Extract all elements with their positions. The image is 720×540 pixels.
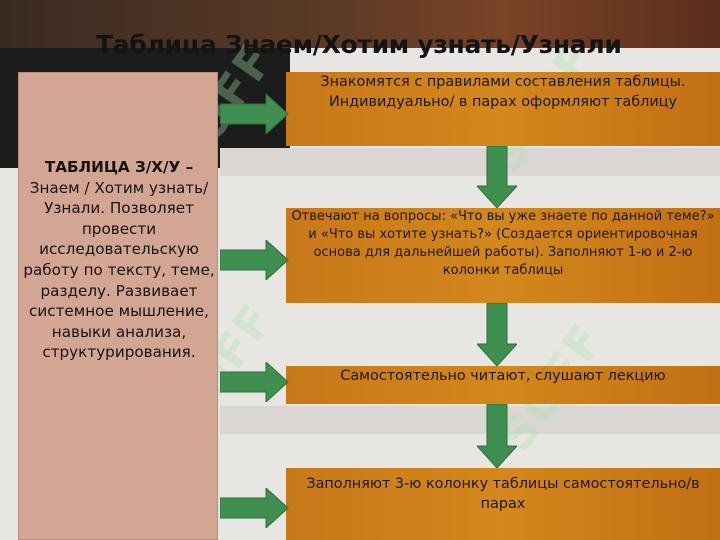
background-stripe [220, 148, 720, 176]
right-arrow-icon [220, 240, 289, 280]
step-4-text: Заполняют 3-ю колонку таблицы самостояте… [306, 476, 700, 512]
step-3-text: Самостоятельно читают, слушают лекцию [340, 368, 666, 384]
description-panel [18, 72, 218, 540]
down-arrow-icon [477, 404, 517, 468]
step-2-text: Отвечают на вопросы: «Что вы уже знаете … [291, 209, 715, 278]
right-arrow-icon [220, 488, 289, 528]
right-arrow-icon [220, 94, 289, 134]
slide-title: Таблица Знаем/Хотим узнать/Узнали [96, 30, 622, 59]
step-box-1: Знакомятся с правилами составления табли… [286, 72, 720, 146]
header-band [0, 0, 720, 48]
step-box-2: Отвечают на вопросы: «Что вы уже знаете … [286, 208, 720, 303]
step-box-4: Заполняют 3-ю колонку таблицы самостояте… [286, 468, 720, 540]
down-arrow-icon [477, 303, 517, 366]
description-text: ТАБЛИЦА З/Х/У – Знаем / Хотим узнать/Узн… [20, 157, 218, 363]
background-stripe [220, 406, 720, 434]
description-heading: ТАБЛИЦА З/Х/У – [44, 158, 194, 176]
down-arrow-icon [477, 146, 517, 208]
step-box-3: Самостоятельно читают, слушают лекцию [286, 366, 720, 404]
step-1-text: Знакомятся с правилами составления табли… [320, 74, 686, 110]
right-arrow-icon [220, 362, 289, 402]
description-body: Знаем / Хотим узнать/Узнали. Позволяет п… [23, 178, 215, 362]
